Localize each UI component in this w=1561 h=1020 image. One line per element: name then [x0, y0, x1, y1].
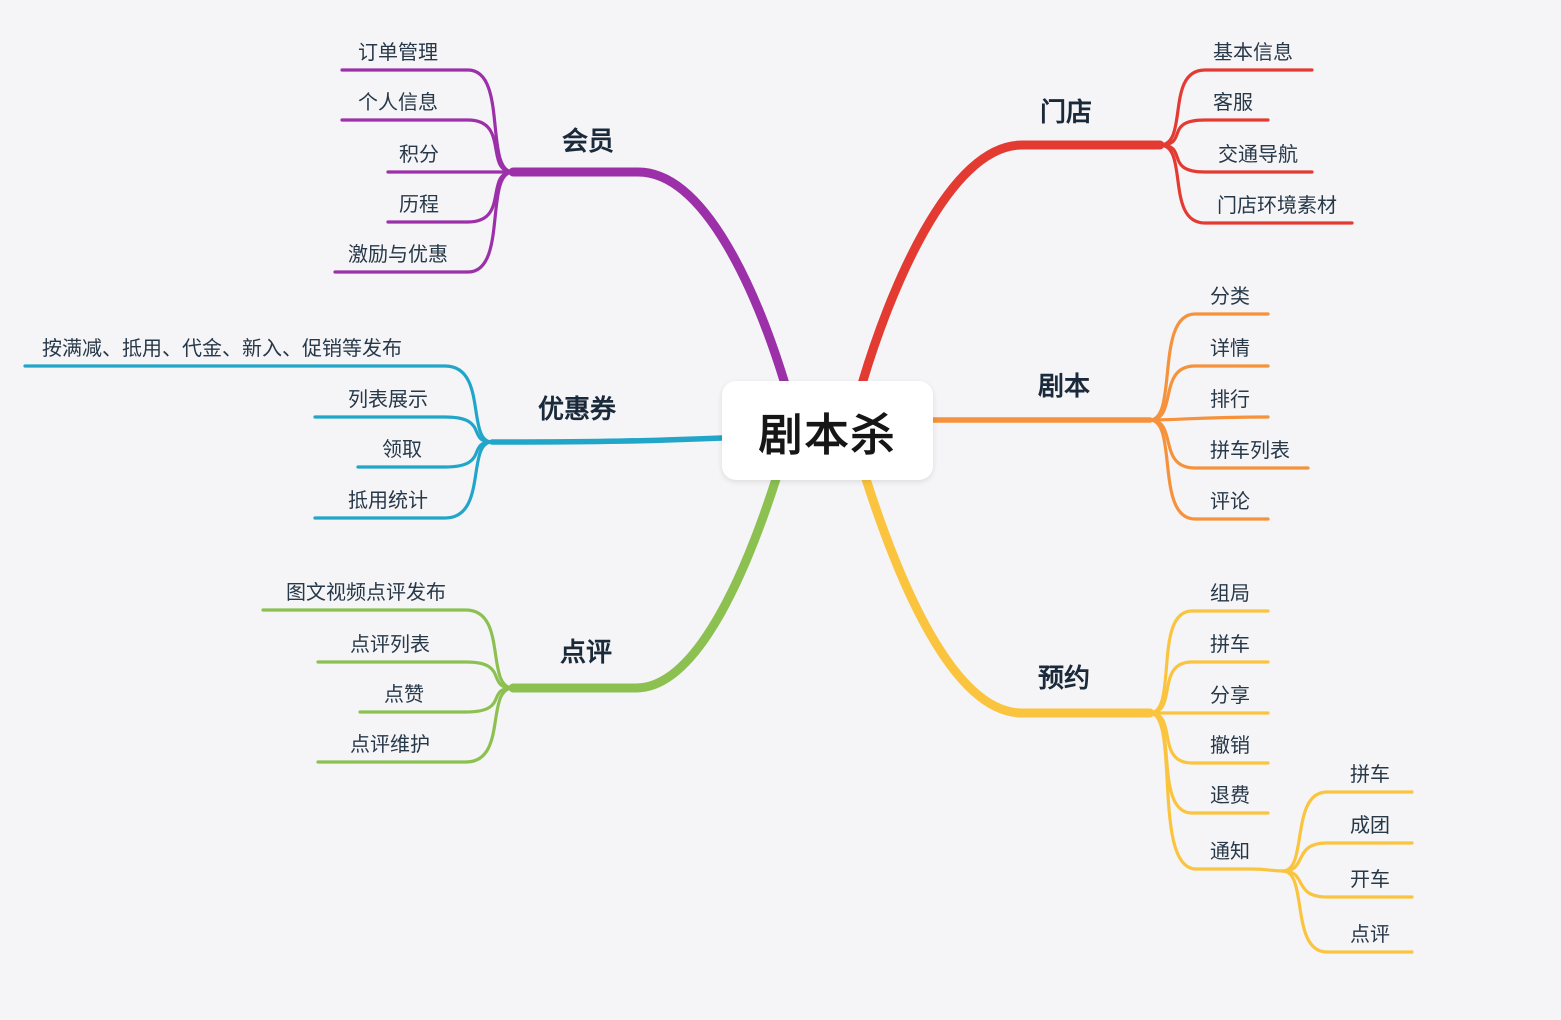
node-coupon-claim[interactable]: 领取: [382, 439, 422, 461]
branch-member-label[interactable]: 会员: [561, 126, 615, 156]
branch-script-label[interactable]: 剧本: [1037, 371, 1091, 401]
node-review-publish[interactable]: 图文视频点评发布: [286, 582, 446, 604]
branch-script-lines: [930, 312, 1310, 521]
node-notify-carpool[interactable]: 拼车: [1350, 764, 1390, 786]
node-store-env-material[interactable]: 门店环境素材: [1217, 195, 1337, 217]
node-booking-notify[interactable]: 通知: [1210, 841, 1250, 863]
node-review-like[interactable]: 点赞: [384, 684, 424, 706]
node-coupon-list[interactable]: 列表展示: [348, 389, 428, 411]
node-notify-grouped[interactable]: 成团: [1350, 815, 1390, 837]
node-booking-refund[interactable]: 退费: [1210, 785, 1250, 807]
node-store-navigation[interactable]: 交通导航: [1218, 144, 1298, 166]
node-booking-group[interactable]: 组局: [1210, 583, 1250, 605]
node-notify-review[interactable]: 点评: [1350, 924, 1390, 946]
node-coupon-usage-stats[interactable]: 抵用统计: [348, 490, 428, 512]
node-order-management[interactable]: 订单管理: [358, 42, 438, 64]
node-personal-info[interactable]: 个人信息: [358, 92, 438, 114]
node-booking-cancel[interactable]: 撤销: [1210, 735, 1250, 757]
branch-review-lines: [261, 474, 781, 764]
root-topic[interactable]: 剧本杀: [722, 381, 933, 480]
node-booking-share[interactable]: 分享: [1210, 685, 1250, 707]
node-review-list[interactable]: 点评列表: [350, 634, 430, 656]
node-store-service[interactable]: 客服: [1213, 92, 1253, 114]
node-script-comments[interactable]: 评论: [1210, 491, 1250, 513]
node-notify-depart[interactable]: 开车: [1350, 869, 1390, 891]
node-history[interactable]: 历程: [399, 194, 439, 216]
branch-store-lines: [857, 68, 1354, 389]
node-booking-carpool[interactable]: 拼车: [1210, 634, 1250, 656]
node-coupon-publish-types[interactable]: 按满减、抵用、代金、新入、促销等发布: [42, 338, 402, 360]
branch-store-label[interactable]: 门店: [1039, 97, 1093, 127]
node-script-category[interactable]: 分类: [1210, 286, 1250, 308]
node-review-maintain[interactable]: 点评维护: [350, 734, 430, 756]
node-store-basic-info[interactable]: 基本信息: [1213, 42, 1293, 64]
node-points[interactable]: 积分: [399, 144, 439, 166]
branch-coupon-lines: [23, 364, 725, 520]
branch-coupon-label[interactable]: 优惠券: [537, 394, 617, 424]
node-script-detail[interactable]: 详情: [1210, 338, 1250, 360]
branch-member-lines: [333, 68, 790, 389]
node-incentives-offers[interactable]: 激励与优惠: [348, 244, 448, 266]
branch-review-label[interactable]: 点评: [559, 637, 613, 667]
branch-booking-label[interactable]: 预约: [1037, 663, 1091, 693]
node-script-carpool-list[interactable]: 拼车列表: [1210, 440, 1290, 462]
node-script-ranking[interactable]: 排行: [1210, 389, 1250, 411]
branch-booking-lines: [861, 474, 1414, 954]
